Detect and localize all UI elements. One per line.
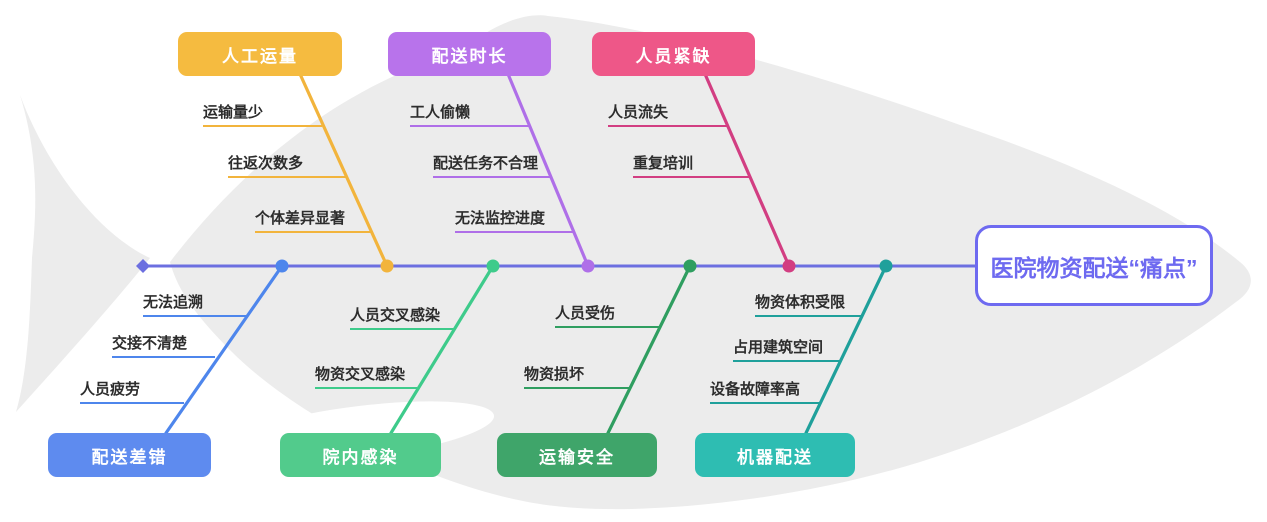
cause-item-unclear-handover[interactable]: 交接不清楚 <box>112 332 215 358</box>
cause-item-untraceable[interactable]: 无法追溯 <box>143 291 246 317</box>
spine-node-dot-hospital-infection <box>486 259 500 273</box>
branch-line-hospital-infection <box>389 264 495 435</box>
cause-item-repeated-training[interactable]: 重复培训 <box>633 152 750 178</box>
spine-start-diamond <box>136 259 150 273</box>
cause-item-supply-cross-infection[interactable]: 物资交叉感染 <box>315 363 417 389</box>
spine-node-dot-robot-delivery <box>879 259 893 273</box>
spine-node-dot-delivery-time <box>581 259 595 273</box>
spine-node-dot-staff-shortage <box>782 259 796 273</box>
cause-item-individual-difference[interactable]: 个体差异显著 <box>255 207 373 233</box>
branch-line-manual-volume <box>298 72 389 268</box>
branch-line-delivery-time <box>506 72 590 268</box>
branch-line-staff-shortage <box>703 72 791 268</box>
spine-node-dot-delivery-error <box>275 259 289 273</box>
cause-item-unreasonable-tasks[interactable]: 配送任务不合理 <box>433 152 552 178</box>
cause-item-staff-injury[interactable]: 人员受伤 <box>555 302 660 328</box>
cause-item-staff-fatigue[interactable]: 人员疲劳 <box>80 378 184 404</box>
category-box-hospital-infection[interactable]: 院内感染 <box>280 433 441 477</box>
cause-item-many-round-trips[interactable]: 往返次数多 <box>228 152 346 178</box>
effect-node-title[interactable]: 医院物资配送“痛点” <box>975 225 1213 306</box>
cause-item-less-transport-volume[interactable]: 运输量少 <box>203 101 322 127</box>
category-box-delivery-time[interactable]: 配送时长 <box>388 32 551 76</box>
category-box-manual-volume[interactable]: 人工运量 <box>178 32 342 76</box>
cause-item-building-space[interactable]: 占用建筑空间 <box>733 336 840 362</box>
branch-line-delivery-error <box>164 264 284 435</box>
cause-item-staff-attrition[interactable]: 人员流失 <box>608 101 728 127</box>
category-box-staff-shortage[interactable]: 人员紧缺 <box>592 32 755 76</box>
cause-item-no-progress-monitoring[interactable]: 无法监控进度 <box>455 207 574 233</box>
branch-line-transport-safety <box>606 264 692 435</box>
category-box-robot-delivery[interactable]: 机器配送 <box>695 433 855 477</box>
category-box-transport-safety[interactable]: 运输安全 <box>497 433 657 477</box>
cause-item-staff-cross-infection[interactable]: 人员交叉感染 <box>350 304 454 330</box>
spine-node-dot-transport-safety <box>683 259 697 273</box>
cause-item-worker-laziness[interactable]: 工人偷懒 <box>410 101 530 127</box>
cause-item-volume-limited[interactable]: 物资体积受限 <box>755 291 861 317</box>
branch-line-robot-delivery <box>804 264 888 435</box>
spine-node-dot-manual-volume <box>380 259 394 273</box>
fish-tail-shape <box>16 95 150 412</box>
cause-item-supply-damage[interactable]: 物资损坏 <box>524 363 630 389</box>
cause-item-equipment-failure[interactable]: 设备故障率高 <box>710 378 820 404</box>
fish-body-shape <box>170 15 1251 510</box>
category-box-delivery-error[interactable]: 配送差错 <box>48 433 211 477</box>
